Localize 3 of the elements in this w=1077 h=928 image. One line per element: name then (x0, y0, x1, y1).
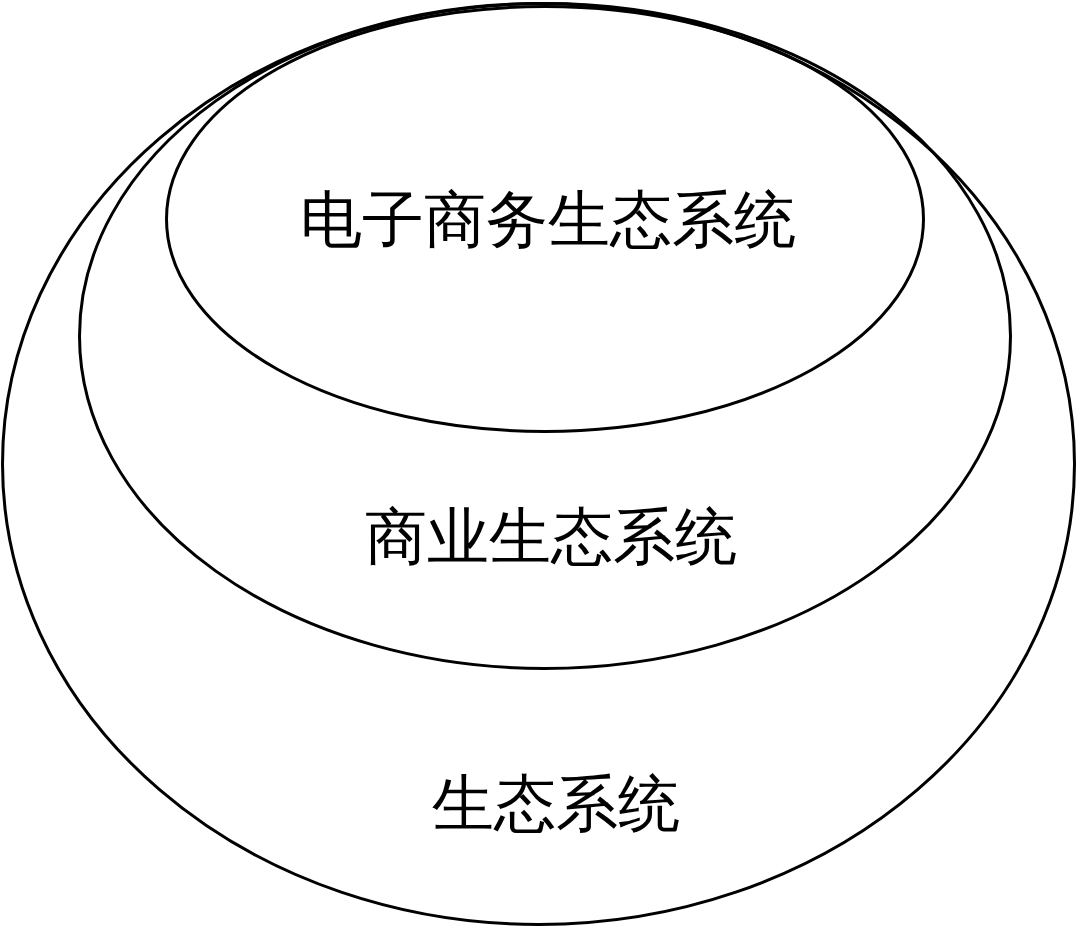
ellipse-label: 电子商务生态系统 (300, 189, 796, 251)
ellipse-label: 商业生态系统 (365, 506, 737, 568)
ellipse-label: 生态系统 (432, 773, 680, 835)
